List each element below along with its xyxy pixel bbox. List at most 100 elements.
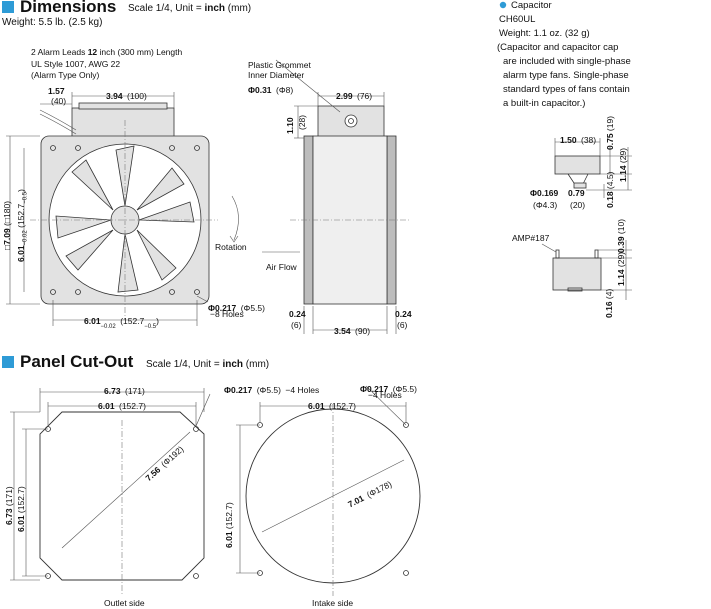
dim-1-10-mm: (28) [297,115,307,130]
outlet-dim-6-73-mm: (171) [125,386,145,396]
mount-holes: Φ0.217 (Φ5.5) [208,298,265,316]
outlet-holes-mm: (Φ5.5) [256,385,281,395]
mount-holes-mm: (Φ5.5) [240,303,265,313]
intake-holes-mm: (Φ5.5) [392,384,417,394]
capacitor-drawing [499,1,632,300]
outlet-dim-6-01v-value: 6.01 [16,515,26,532]
intake-side-label: Intake side [312,598,354,608]
panel-section-marker [2,356,14,368]
intake-dim-6-01: 6.01 (152.7) [308,396,356,414]
dim-6-01v-tol: −0.02 [22,230,29,246]
intake-dim-6-01v-value: 6.01 [224,531,234,548]
dim-7-09-value: □7.09 [2,228,12,250]
side-dimension-lines [275,59,397,334]
dim-2-99-mm: (76) [357,91,373,101]
leads-text-c: inch (300 mm) Length [97,47,183,57]
intake-holes: Φ0.217 (Φ5.5) [360,379,417,397]
capacitor-note-2: are included with single-phase [503,56,631,67]
scale-unit: inch [204,3,225,14]
leads-ul-style: UL Style 1007, AWG 22 [31,59,121,69]
panel-scale: Scale 1/4, Unit = inch (mm) [146,359,269,370]
outlet-dim-6-73: 6.73 (171) [104,381,145,399]
dim-6-01-vertical: 6.01−0.02 (152.7−0.5) [16,189,29,262]
cap-dim-0-169: Φ0.169 [530,188,559,198]
dim-2-99-value: 2.99 [336,91,353,101]
cap-dim-1-14a: 1.14 (29) [618,148,628,182]
cap-dim-0-18-mm: (4.5) [605,171,615,190]
dim-0-24-right-mm: (6) [397,320,408,330]
panel-scale-suffix: (mm) [243,359,270,370]
grommet-mm: (Φ8) [275,85,294,95]
dim-1-57-mm: (40) [51,96,67,106]
cap-dim-1-14b-mm: (29) [616,251,626,268]
scale-prefix: Scale 1/4, Unit = [128,3,205,14]
dim-6-01h-mm: (152.7 [120,316,145,326]
cap-dim-1-14a-mm: (29) [618,147,628,164]
outlet-dim-6-73-value: 6.73 [104,386,121,396]
rotation-label: Rotation [215,242,247,252]
air-flow-label: Air Flow [266,262,297,272]
outlet-dim-6-73v-mm: (171) [4,486,14,507]
grommet-diameter: Φ0.31 (Φ8) [248,80,293,98]
cap-dim-1-14b: 1.14 (29) [616,252,626,286]
grommet-value: Φ0.31 [248,85,272,95]
cap-dim-0-169-mm: (Φ4.3) [533,200,558,210]
dim-3-54-value: 3.54 [334,326,351,336]
amp-terminal-label: AMP#187 [512,233,550,243]
intake-cutout-drawing [236,385,421,596]
dim-6-01h-close: ) [156,316,159,326]
cap-dim-0-39-value: 0.39 [616,236,626,253]
dim-6-01h-tol: −0.02 [100,324,116,331]
mount-holes-value: Φ0.217 [208,303,237,313]
dim-1-10-value: 1.10 [285,117,295,134]
dim-0-24-right: 0.24 [395,309,412,319]
dim-3-54-mm: (90) [355,326,371,336]
dim-3-94-mm: (100) [127,91,147,101]
dim-0-24-left-mm: (6) [291,320,302,330]
dim-1-57: 1.57 [48,86,65,96]
fan-front-view [30,102,239,318]
dim-1-10-mm-text: (28) [297,114,307,130]
cap-dim-1-50-mm: (38) [581,135,597,145]
dimensions-section-marker [2,1,14,13]
outlet-dim-6-01-vertical: 6.01 (152.7) [16,486,26,532]
leads-alarm-only: (Alarm Type Only) [31,70,100,80]
capacitor-title: Capacitor [511,0,552,11]
dimensions-scale: Scale 1/4, Unit = inch (mm) [128,3,251,14]
dim-6-01h-value: 6.01 [84,316,101,326]
cap-dim-1-14b-value: 1.14 [616,269,626,286]
outlet-dim-6-01: 6.01 (152.7) [98,396,146,414]
cap-dim-0-39-mm: (10) [616,218,626,235]
cap-dim-0-39: 0.39 (10) [616,219,626,253]
outlet-dim-6-01-value: 6.01 [98,401,115,411]
cap-dim-0-16-mm: (4) [604,288,614,300]
alarm-leads-note: 2 Alarm Leads 12 inch (300 mm) Length [31,47,182,57]
outlet-holes: Φ0.217 (Φ5.5) −4 Holes [224,380,319,398]
dim-3-54: 3.54 (90) [334,321,370,339]
cap-dim-0-79-mm: (20) [570,200,586,210]
dim-3-94: 3.94 (100) [106,86,147,104]
outlet-cutout-drawing [10,388,211,594]
outlet-side-label: Outlet side [104,598,145,608]
outlet-dim-6-73v-value: 6.73 [4,508,14,525]
leads-length: 12 [87,47,98,57]
dimensions-title: Dimensions [20,0,117,16]
panel-scale-unit: inch [222,359,243,370]
intake-dim-6-01-vertical: 6.01 (152.7) [224,502,234,548]
cap-dim-1-50-value: 1.50 [560,135,577,145]
intake-dim-6-01v-mm: (152.7) [224,502,234,530]
dim-6-01v-close: ) [16,189,26,192]
dim-0-24-left: 0.24 [289,309,306,319]
grommet-label-2: Inner Diameter [248,70,305,80]
outlet-dim-6-01v-mm: (152.7) [16,486,26,514]
capacitor-weight: Weight: 1.1 oz. (32 g) [499,28,590,39]
capacitor-note-5: a built-in capacitor.) [503,98,586,109]
dim-6-01-horizontal: 6.01−0.02 (152.7−0.5) [84,311,159,330]
cap-dim-0-18-value: 0.18 [605,191,615,208]
capacitor-note-1: (Capacitor and capacitor cap [497,42,619,53]
capacitor-note-3: alarm type fans. Single-phase [503,70,629,81]
intake-dim-6-01-mm: (152.7) [329,401,356,411]
cap-dim-1-50: 1.50 (38) [560,130,596,148]
cap-dim-0-75-value: 0.75 [605,133,615,150]
